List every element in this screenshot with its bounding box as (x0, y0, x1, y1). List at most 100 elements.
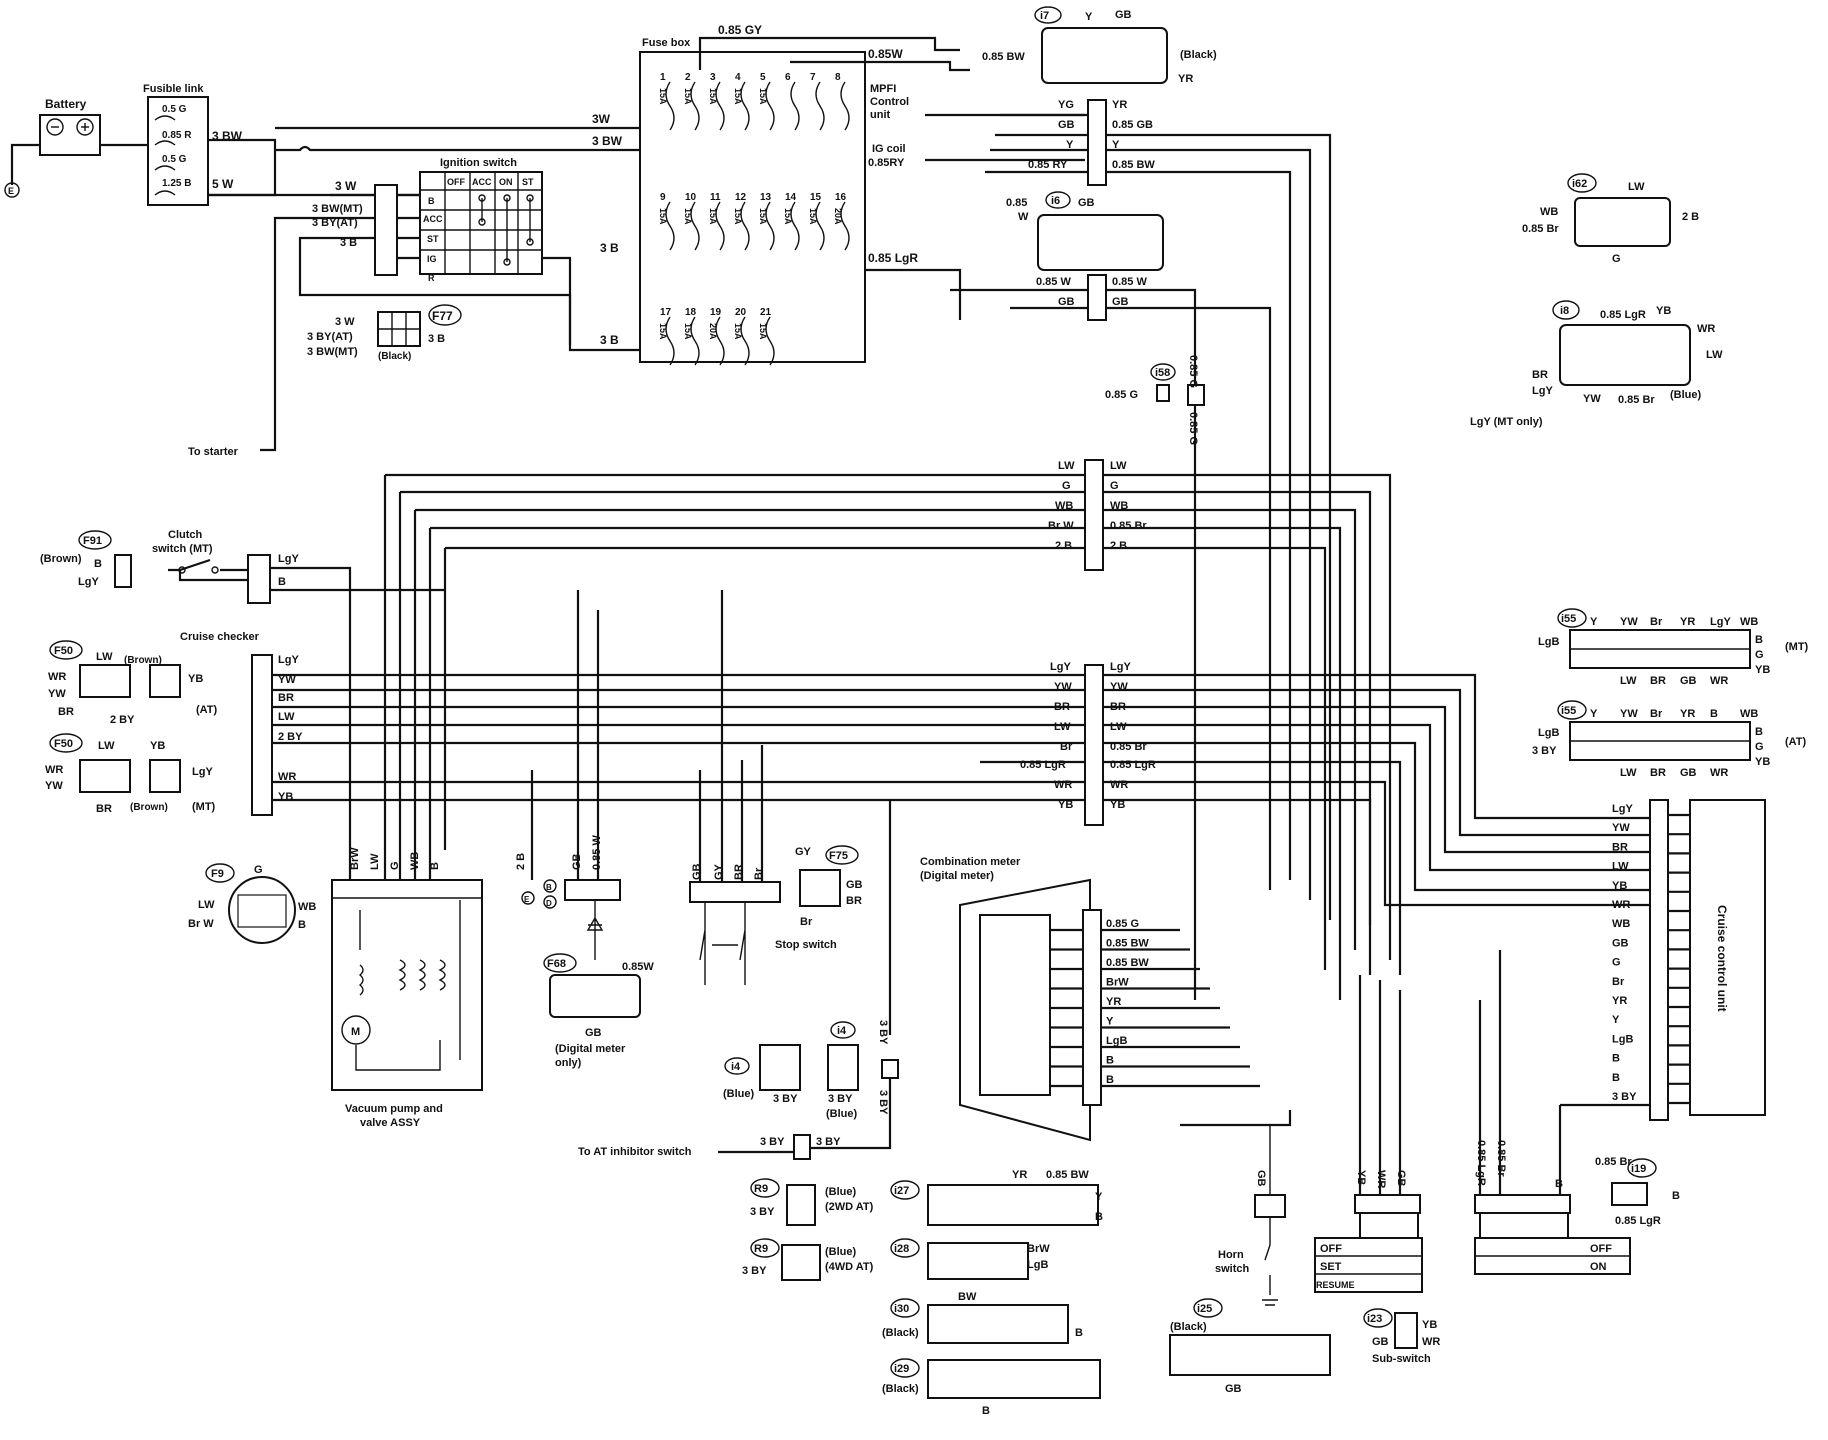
fuse-icon (665, 316, 675, 366)
jt-r3: 0.85 BW (1112, 159, 1155, 171)
meter-wire-label: 0.85 G (1106, 918, 1139, 930)
gnd-b: B (546, 883, 552, 892)
cruise-power-switch: 0.85 LgR 0.85 Br B OFF ON (1474, 1140, 1631, 1275)
r9b-id: R9 (754, 1243, 768, 1255)
fuse-rating: 15A (658, 323, 668, 340)
f9-w2: Br W (188, 918, 214, 930)
i4a-color: (Blue) (723, 1088, 755, 1100)
i8-w0: 0.85 LgR (1600, 309, 1646, 321)
connector-i25: i25 (Black) GB (1169, 1298, 1331, 1395)
i8-w2: WR (1697, 323, 1715, 335)
fuse-number: 1 (660, 72, 666, 83)
ccu-wire-label: B (1612, 1072, 1620, 1084)
connector-i28: i28 BrW LgB (890, 1238, 1050, 1280)
cruise-control-unit: Cruise control unit LgYYWBRLWYBWRWBGBGBr… (1612, 799, 1766, 1121)
i55-right: B (1755, 634, 1763, 646)
jd-l6: WR (1054, 779, 1072, 791)
fuse-rating: 15A (758, 88, 768, 105)
junction-c: LW G WB Br W 2 B LW G WB 0.85 Br 2 B (1048, 459, 1147, 571)
i55-right: YB (1755, 756, 1770, 768)
meter-wire-label: 0.85 BW (1106, 938, 1149, 950)
jd-r6: WR (1110, 779, 1128, 791)
inh-w1: 3 BY (816, 1136, 841, 1148)
vp-w1: LW (369, 853, 381, 870)
i55-top: WB (1740, 708, 1758, 720)
i30-w0: BW (958, 1291, 977, 1303)
fuse-number: 21 (760, 307, 772, 318)
wire-byat: 3 BY(AT) (312, 217, 358, 229)
fuse-icon (765, 316, 775, 366)
fuse-number: 11 (710, 192, 721, 203)
ig-coil: IG coil (872, 143, 906, 155)
i4b-wire: 3 BY (828, 1093, 853, 1105)
ig-col-2: ON (499, 177, 513, 187)
f50at-id: F50 (54, 645, 73, 657)
clutch-w0: LgY (278, 553, 299, 565)
connector-F9: F9 G LW Br W WB B (188, 863, 316, 944)
fuse-right-wire: 0.85W (868, 47, 903, 61)
connector-F75: F75 GY GB Br BR (795, 845, 863, 928)
ccu-label: Cruise control unit (1715, 905, 1729, 1012)
fuse-number: 16 (835, 192, 847, 203)
i6-w0: 0.85 (1006, 197, 1027, 209)
at-inhibitor: To AT inhibitor switch 3 BY 3 BY (578, 1134, 841, 1160)
combination-meter: Combination meter (Digital meter) 0.85 G… (920, 856, 1260, 1142)
i55mt-left: LgB (1538, 636, 1559, 648)
fuse-number: 15 (810, 192, 822, 203)
f91-color: (Brown) (40, 553, 82, 565)
i19-w0: 0.85 Br (1595, 1156, 1632, 1168)
inh-v0: 3 BY (877, 1020, 889, 1045)
f50mt-id: F50 (54, 738, 73, 750)
fl-1: 0.85 R (162, 130, 192, 141)
fuse-number: 10 (685, 192, 697, 203)
fuse-number: 13 (760, 192, 772, 203)
r9a-wire: 3 BY (750, 1206, 775, 1218)
vp-motor: M (351, 1026, 360, 1038)
i25-w0: GB (1225, 1383, 1242, 1395)
connector-F50-at: F50 (Brown) (AT) LW WR YW BR YB 2 BY (48, 640, 218, 726)
ignition-switch: Ignition switch OFF ACC ON ST B ACC ST I… (419, 157, 543, 283)
inh-w0: 3 BY (760, 1136, 785, 1148)
vp-label-1: Vacuum pump and (345, 1103, 443, 1115)
i55mt-id: i55 (1561, 613, 1576, 625)
i55-top: Y (1590, 708, 1598, 720)
f75-w3: BR (846, 895, 862, 907)
fuse-rating: 15A (658, 88, 668, 105)
wire-3bw: 3 BW (212, 129, 243, 143)
horn-wire: GB (1255, 1170, 1267, 1187)
fuse-icon (690, 81, 700, 131)
i55-bottom: WR (1710, 767, 1728, 779)
ignition-connector (374, 184, 398, 276)
fuse-icon (665, 201, 675, 251)
meter-wire-label: B (1106, 1074, 1114, 1086)
fuse-top-wire: 0.85 GY (718, 23, 762, 37)
jt-r1: 0.85 GB (1112, 119, 1153, 131)
i30-w1: B (1075, 1327, 1083, 1339)
fuse-number: 3 (710, 72, 716, 83)
fl-2: 0.5 G (162, 154, 187, 165)
f50at-w5: 2 BY (110, 714, 135, 726)
cc-w0: LgY (278, 654, 299, 666)
cc-w1: YW (278, 674, 296, 686)
ccu-wire-label: B (1612, 1053, 1620, 1065)
jc-l1: G (1062, 480, 1071, 492)
i55-bottom: LW (1620, 675, 1637, 687)
wire-3wb: 3 W (335, 179, 357, 193)
jd-r1: YW (1110, 681, 1128, 693)
f9-id: F9 (211, 868, 224, 880)
fuse-rating: 15A (733, 88, 743, 105)
f50mt-w2: WR (45, 764, 63, 776)
i8-color: (Blue) (1670, 389, 1702, 401)
vp-w0: BrW (349, 847, 361, 870)
battery-label: Battery (45, 97, 87, 111)
fuse-rating: 15A (683, 88, 693, 105)
i27-w1: 0.85 BW (1046, 1169, 1089, 1181)
i28-id: i28 (894, 1243, 909, 1255)
i58-id: i58 (1155, 367, 1170, 379)
i62-w4: G (1612, 253, 1621, 265)
jt-l1: GB (1058, 119, 1075, 131)
f75-w0: GY (795, 846, 812, 858)
vacuum-pump: BrW LW G WB B M Vacuum pump and valve AS… (331, 847, 483, 1129)
